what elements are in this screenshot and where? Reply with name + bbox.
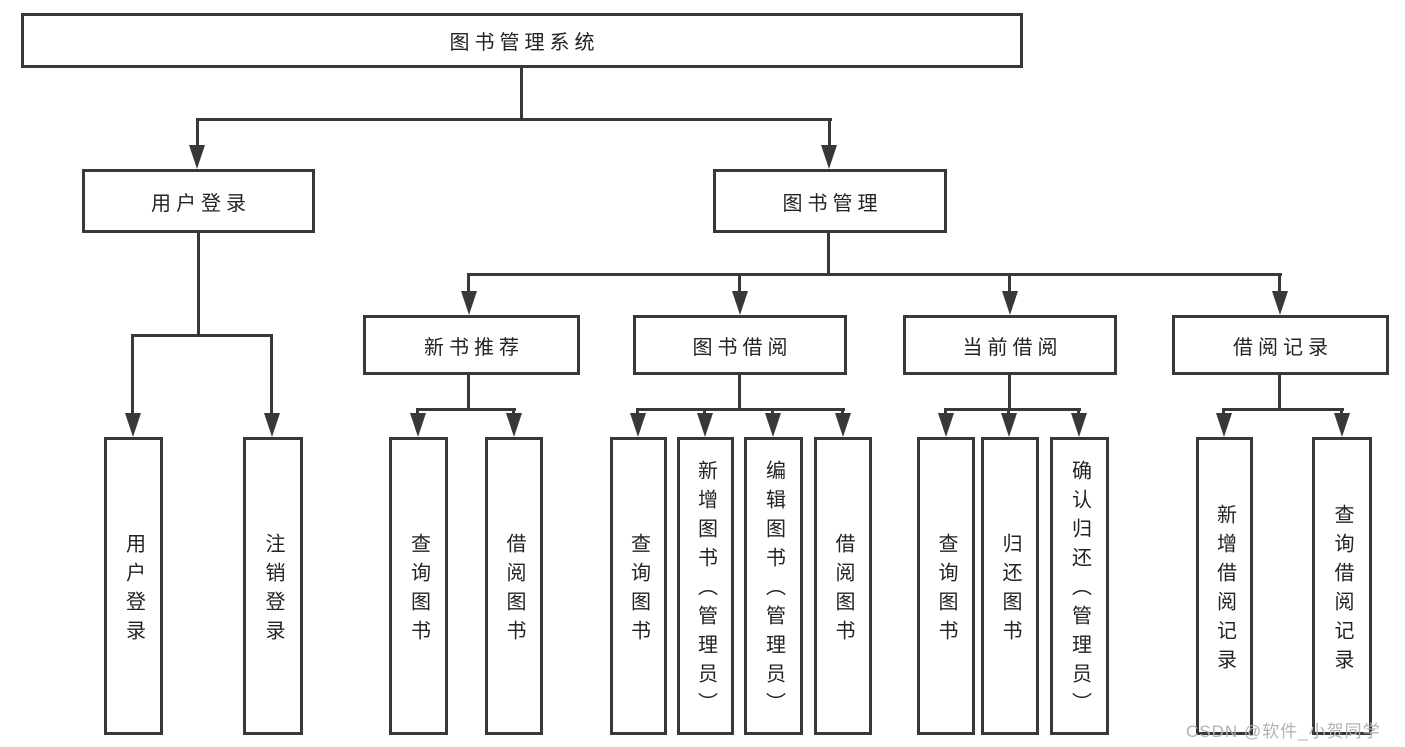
node-label: 借阅图书 — [832, 532, 854, 649]
arrowhead-down-icon — [264, 413, 280, 437]
arrowhead-down-icon — [821, 145, 837, 169]
node-current-borrowing: 当前借阅 — [903, 315, 1117, 375]
tree-connector-line — [738, 273, 741, 295]
arrowhead-down-icon — [1002, 291, 1018, 315]
node-label: 用户登录 — [151, 192, 251, 215]
tree-connector-line — [827, 233, 830, 273]
tree-connector-line — [1278, 273, 1281, 295]
leaf-add-books-admin: 新增图书（管理员） — [677, 437, 734, 735]
arrowhead-down-icon — [1071, 413, 1087, 437]
arrowhead-down-icon — [1001, 413, 1017, 437]
leaf-user-login: 用户登录 — [104, 437, 163, 735]
tree-connector-line — [131, 334, 273, 337]
tree-connector-line — [467, 273, 470, 295]
node-label: 查询图书 — [407, 532, 430, 649]
node-library-management-system: 图书管理系统 — [21, 13, 1023, 68]
node-label: 新增借阅记录 — [1213, 503, 1236, 678]
tree-connector-line — [467, 375, 470, 408]
node-user-login: 用户登录 — [82, 169, 315, 233]
tree-connector-line — [636, 408, 845, 411]
node-label: 新增图书（管理员） — [694, 460, 717, 721]
leaf-edit-books-admin: 编辑图书（管理员） — [744, 437, 803, 735]
arrowhead-down-icon — [410, 413, 426, 437]
arrowhead-down-icon — [938, 413, 954, 437]
csdn-watermark: CSDN @软件_小贺同学 — [1186, 722, 1381, 741]
tree-connector-line — [1008, 273, 1011, 295]
tree-connector-line — [270, 334, 273, 416]
tree-connector-line — [467, 273, 1282, 276]
node-label: 新书推荐 — [424, 336, 524, 359]
node-label: 注销登录 — [262, 532, 284, 649]
arrowhead-down-icon — [125, 413, 141, 437]
node-label: 归还图书 — [999, 532, 1021, 649]
arrowhead-down-icon — [189, 145, 205, 169]
leaf-borrow-books-borrowing: 借阅图书 — [814, 437, 872, 735]
leaf-logout: 注销登录 — [243, 437, 303, 735]
tree-connector-line — [520, 68, 523, 120]
leaf-query-borrow-record: 查询借阅记录 — [1312, 437, 1372, 735]
node-label: 当前借阅 — [962, 336, 1063, 359]
arrowhead-down-icon — [630, 413, 646, 437]
tree-connector-line — [197, 233, 200, 334]
node-book-borrowing: 图书借阅 — [633, 315, 847, 375]
tree-connector-line — [828, 118, 831, 150]
tree-connector-line — [738, 375, 741, 408]
arrowhead-down-icon — [697, 413, 713, 437]
node-label: 图书管理系统 — [449, 32, 600, 54]
tree-connector-line — [131, 334, 134, 416]
tree-connector-line — [1008, 375, 1011, 408]
tree-connector-line — [944, 408, 1081, 411]
node-label: 图书管理 — [782, 192, 883, 215]
node-label: 用户登录 — [122, 532, 145, 649]
tree-connector-line — [1222, 408, 1344, 411]
node-label: 查询借阅记录 — [1331, 503, 1353, 678]
node-label: 借阅记录 — [1233, 336, 1333, 359]
node-borrowing-records: 借阅记录 — [1172, 315, 1389, 375]
arrowhead-down-icon — [461, 291, 477, 315]
tree-connector-line — [416, 408, 516, 411]
arrowhead-down-icon — [506, 413, 522, 437]
arrowhead-down-icon — [1334, 413, 1350, 437]
leaf-add-borrow-record: 新增借阅记录 — [1196, 437, 1253, 735]
arrowhead-down-icon — [1272, 291, 1288, 315]
arrowhead-down-icon — [1216, 413, 1232, 437]
leaf-query-books-recommend: 查询图书 — [389, 437, 448, 735]
tree-connector-line — [196, 118, 832, 121]
tree-connector-line — [1278, 375, 1281, 408]
node-label: 图书借阅 — [692, 336, 793, 359]
leaf-confirm-return-admin: 确认归还（管理员） — [1050, 437, 1109, 735]
leaf-query-books-borrowing: 查询图书 — [610, 437, 667, 735]
leaf-query-books-current: 查询图书 — [917, 437, 975, 735]
node-label: 查询图书 — [627, 532, 650, 649]
node-label: 编辑图书（管理员） — [762, 460, 785, 721]
node-book-management: 图书管理 — [713, 169, 947, 233]
node-label: 借阅图书 — [503, 532, 525, 649]
arrowhead-down-icon — [732, 291, 748, 315]
arrowhead-down-icon — [765, 413, 781, 437]
tree-connector-line — [196, 118, 199, 150]
leaf-borrow-books-recommend: 借阅图书 — [485, 437, 543, 735]
node-new-book-recommendation: 新书推荐 — [363, 315, 580, 375]
node-label: 查询图书 — [935, 532, 957, 649]
leaf-return-books: 归还图书 — [981, 437, 1039, 735]
node-label: 确认归还（管理员） — [1068, 460, 1091, 721]
arrowhead-down-icon — [835, 413, 851, 437]
